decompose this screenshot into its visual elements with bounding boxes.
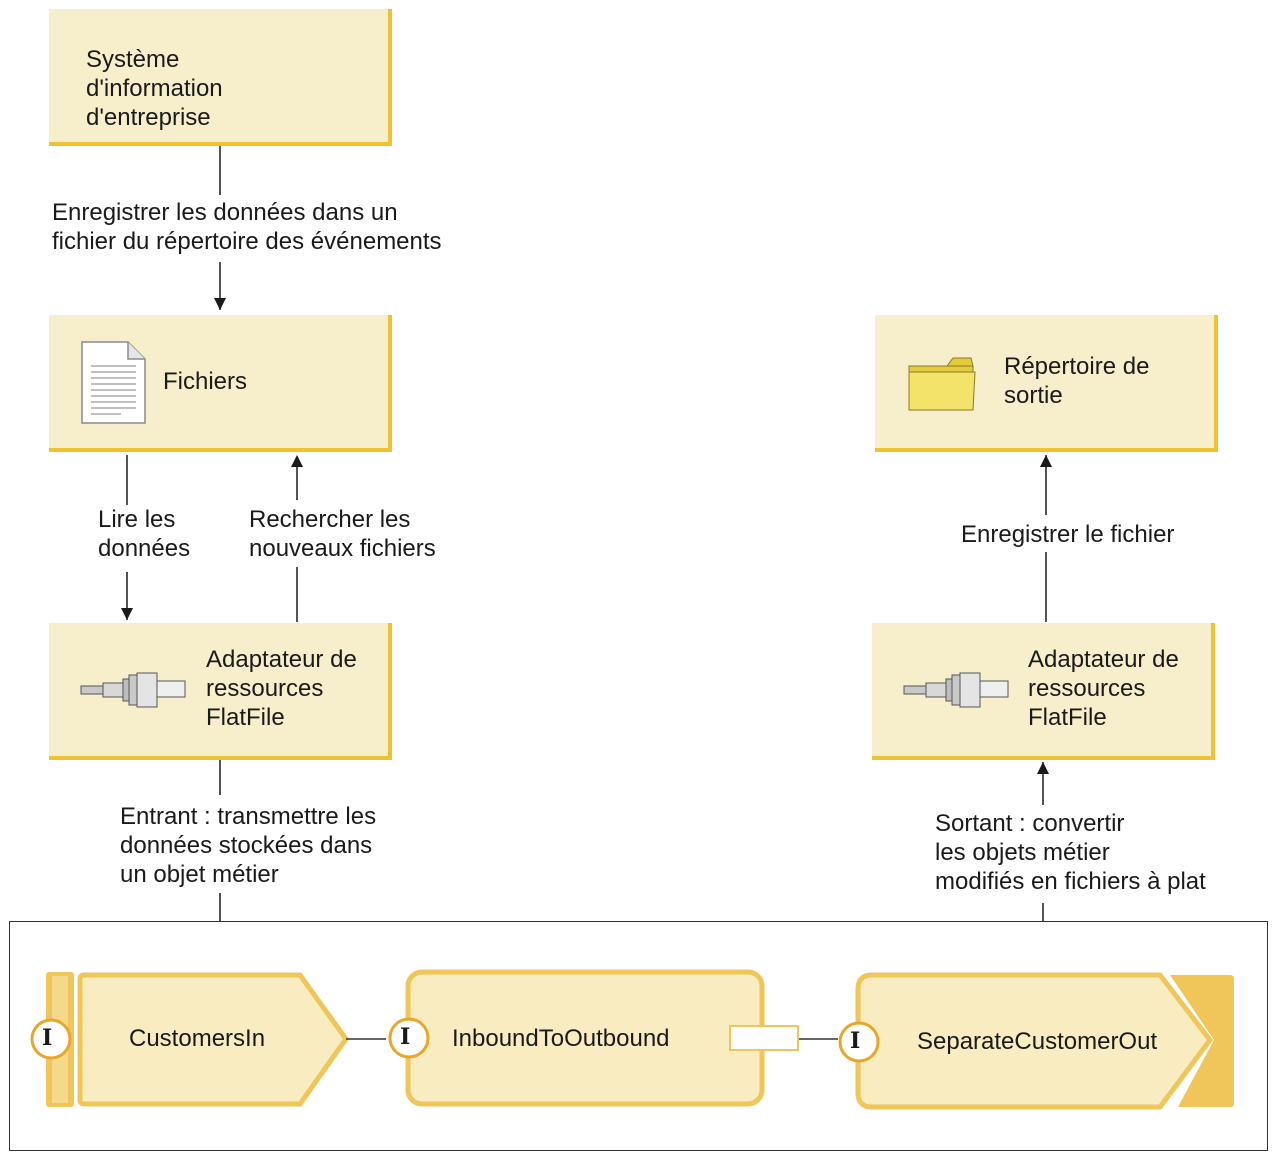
adapter-out-line1: Adaptateur de <box>1028 646 1179 673</box>
adapter-out-line3: FlatFile <box>1028 704 1107 731</box>
arrowhead-down <box>214 298 226 310</box>
interface-icon[interactable] <box>838 1021 880 1063</box>
separate-out-tail <box>1170 975 1234 1107</box>
customers-in-interface-letter: I <box>42 1025 53 1051</box>
adapter-in-line2: ressources <box>206 675 324 702</box>
search-files-label: Rechercher les nouveaux fichiers <box>249 505 436 563</box>
arrowhead-up <box>1040 455 1052 467</box>
outbound-label-line2: les objets métier <box>935 839 1110 866</box>
arrowhead-up <box>291 455 303 467</box>
eis-box: Système d'information d'entreprise <box>49 9 392 146</box>
output-dir-box: Répertoire de sortie <box>875 315 1218 452</box>
interface-icon[interactable] <box>388 1017 430 1059</box>
save-data-label: Enregistrer les données dans un fichier … <box>52 198 442 256</box>
save-file-label: Enregistrer le fichier <box>961 521 1175 548</box>
adapter-out-box: Adaptateur de ressources FlatFile <box>872 623 1215 760</box>
separate-out-interface-letter: I <box>850 1028 861 1054</box>
inbound-to-outbound-label: InboundToOutbound <box>452 1025 670 1052</box>
save-data-label-line1: Enregistrer les données dans un <box>52 199 398 226</box>
connector-plug-icon <box>80 672 186 708</box>
folder-icon <box>908 357 976 411</box>
inbound-interface-letter: I <box>400 1024 411 1050</box>
inbound-label-line2: données stockées dans <box>120 832 373 859</box>
separate-customer-out-shape[interactable] <box>855 972 1214 1110</box>
eis-label-line2: d'information <box>86 75 223 102</box>
document-icon <box>81 341 146 424</box>
outbound-label: Sortant : convertir les objets métier mo… <box>935 809 1206 896</box>
eis-label-line3: d'entreprise <box>86 104 211 131</box>
search-files-label-line1: Rechercher les <box>249 506 411 533</box>
save-data-label-line2: fichier du répertoire des événements <box>52 228 442 255</box>
interface-icon[interactable] <box>30 1018 72 1060</box>
separate-customer-out-label: SeparateCustomerOut <box>917 1028 1158 1055</box>
inbound-label: Entrant : transmettre les données stocké… <box>120 802 376 889</box>
adapter-in-line3: FlatFile <box>206 704 285 731</box>
outbound-label-line3: modifiés en fichiers à plat <box>935 868 1206 895</box>
adapter-in-box: Adaptateur de ressources FlatFile <box>49 623 392 760</box>
files-box: Fichiers <box>49 315 392 452</box>
files-label: Fichiers <box>163 368 248 395</box>
arrowhead-up <box>1037 762 1049 774</box>
customers-in-shape[interactable] <box>77 972 350 1107</box>
inbound-label-line1: Entrant : transmettre les <box>120 803 377 830</box>
read-data-label-line1: Lire les <box>98 506 176 533</box>
adapter-in-line1: Adaptateur de <box>206 646 357 673</box>
reference-port[interactable] <box>729 1025 799 1051</box>
read-data-label-line2: données <box>98 535 191 562</box>
arrowhead-down <box>121 608 133 620</box>
customers-in-label: CustomersIn <box>129 1025 266 1052</box>
output-dir-line2: sortie <box>1004 382 1063 409</box>
search-files-label-line2: nouveaux fichiers <box>249 535 436 562</box>
connector-plug-icon <box>903 672 1009 708</box>
read-data-label: Lire les données <box>98 505 190 563</box>
eis-label-line1: Système <box>86 46 180 73</box>
inbound-label-line3: un objet métier <box>120 861 279 888</box>
output-dir-line1: Répertoire de <box>1004 353 1150 380</box>
outbound-label-line1: Sortant : convertir <box>935 810 1125 837</box>
adapter-out-line2: ressources <box>1028 675 1146 702</box>
